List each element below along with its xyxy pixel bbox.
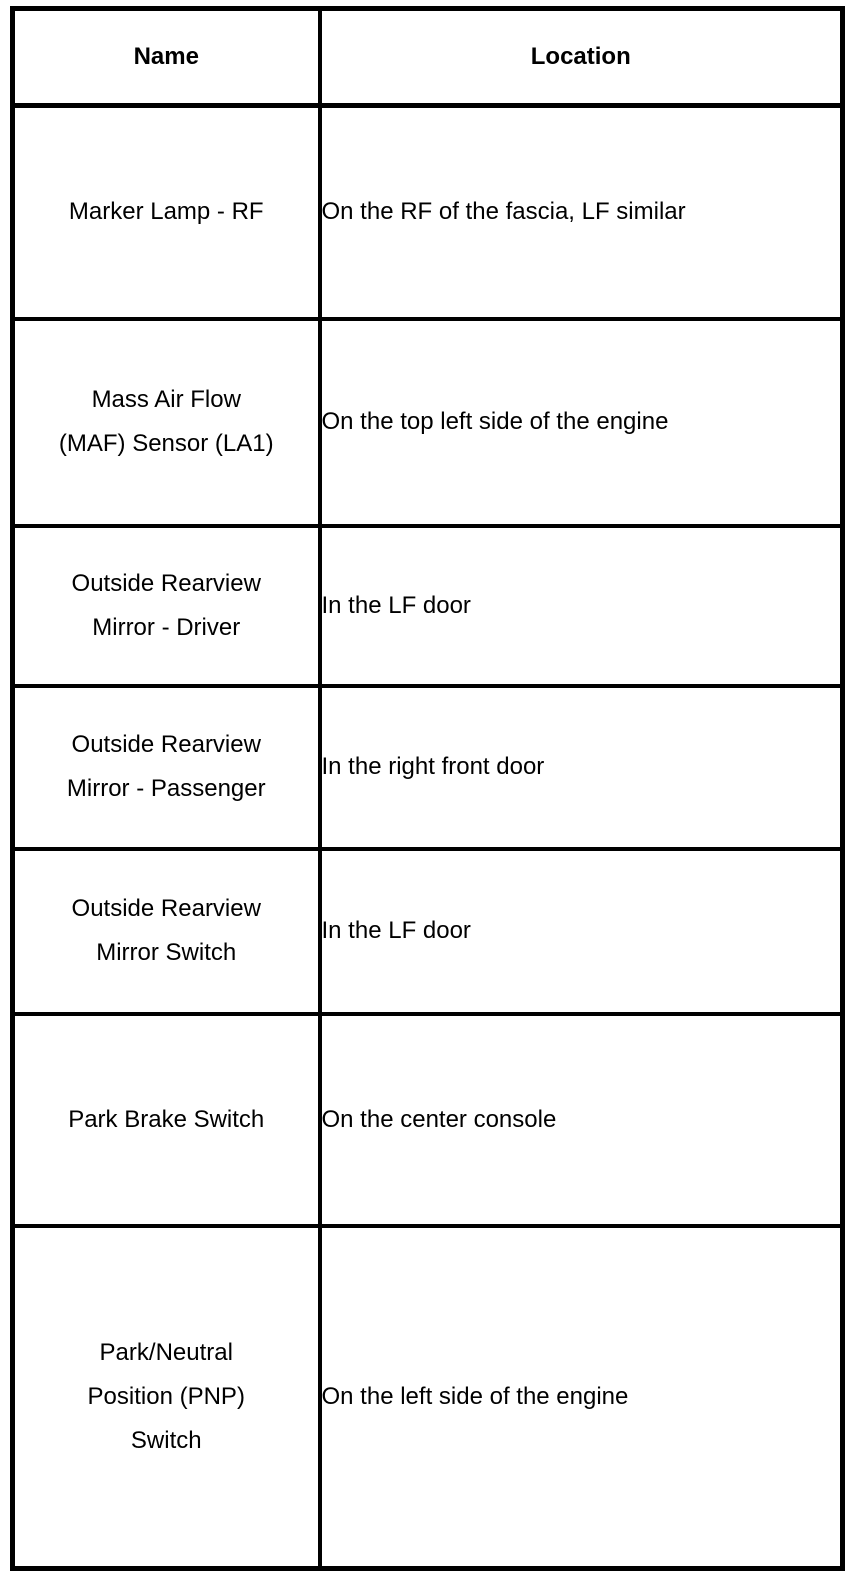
component-name: Outside Rearview Mirror - Passenger bbox=[10, 683, 322, 851]
component-name: Park/Neutral Position (PNP) Switch bbox=[10, 1223, 322, 1571]
table-row: Outside Rearview Mirror Switch In the LF… bbox=[10, 846, 845, 1016]
component-location: In the right front door bbox=[317, 683, 845, 851]
component-name: Mass Air Flow (MAF) Sensor (LA1) bbox=[10, 316, 322, 528]
component-location: On the left side of the engine bbox=[317, 1223, 845, 1571]
table-row: Marker Lamp - RF On the RF of the fascia… bbox=[10, 103, 845, 321]
table-row: Outside Rearview Mirror - Passenger In t… bbox=[10, 683, 845, 851]
component-location: In the LF door bbox=[317, 523, 845, 688]
component-name: Park Brake Switch bbox=[10, 1011, 322, 1228]
component-location: On the top left side of the engine bbox=[317, 316, 845, 528]
component-location: In the LF door bbox=[317, 846, 845, 1016]
table-row: Park Brake Switch On the center console bbox=[10, 1011, 845, 1228]
component-location: On the center console bbox=[317, 1011, 845, 1228]
column-header-name: Name bbox=[10, 6, 322, 108]
table-row: Mass Air Flow (MAF) Sensor (LA1) On the … bbox=[10, 316, 845, 528]
header-row: Name Location bbox=[10, 6, 845, 108]
component-name: Outside Rearview Mirror - Driver bbox=[10, 523, 322, 688]
column-header-location: Location bbox=[317, 6, 845, 108]
component-location: On the RF of the fascia, LF similar bbox=[317, 103, 845, 321]
component-name: Outside Rearview Mirror Switch bbox=[10, 846, 322, 1016]
table-row: Park/Neutral Position (PNP) Switch On th… bbox=[10, 1223, 845, 1571]
component-name: Marker Lamp - RF bbox=[10, 103, 322, 321]
table-row: Outside Rearview Mirror - Driver In the … bbox=[10, 523, 845, 688]
component-location-table: Name Location Marker Lamp - RF On the RF… bbox=[10, 6, 845, 1571]
